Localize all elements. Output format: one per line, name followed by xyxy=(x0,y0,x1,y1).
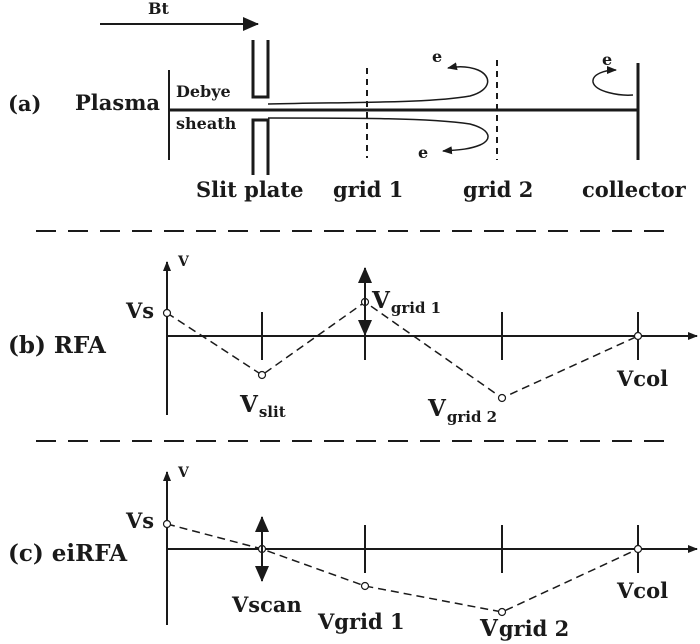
panel-b-vgrid1-label: Vgrid 1 xyxy=(371,287,441,317)
collector-label: collector xyxy=(582,177,687,202)
panel-b-axis-label: V xyxy=(177,254,190,270)
panel-c-vgrid1-label: Vgrid 1 xyxy=(317,609,405,634)
panel-c-vgrid2-label: Vgrid 2 xyxy=(479,615,569,642)
panel-b-point-vs xyxy=(162,308,172,318)
electron-path-lower xyxy=(267,117,489,155)
panel-c: V (c) eiRFA Vs Vscan Vgrid 1 Vgrid 2 Vco… xyxy=(8,465,698,642)
panel-b: V (b) RFA Vs Vslit Vgrid 1 Vgrid 2 Vcol xyxy=(8,254,698,426)
electron-path-upper xyxy=(267,62,489,105)
electron-label-collector: e xyxy=(602,50,612,69)
slit-plate-upper xyxy=(251,40,270,99)
electron-label-upper: e xyxy=(432,47,442,66)
panel-c-vscan-label: Vscan xyxy=(231,592,302,617)
panel-c-label: (c) eiRFA xyxy=(8,540,128,567)
panel-c-point-vs xyxy=(162,519,172,529)
slit-plate-lower xyxy=(251,118,270,175)
grid-1-label: grid 1 xyxy=(333,177,403,202)
panel-c-point-grid2 xyxy=(497,607,507,617)
sheath-label-line1: Debye xyxy=(176,82,231,101)
electron-path-collector xyxy=(592,66,634,96)
panel-b-label: (b) RFA xyxy=(8,332,107,359)
panel-c-potential-profile xyxy=(166,523,639,613)
panel-c-vcol-label: Vcol xyxy=(616,578,668,603)
panel-c-point-grid1 xyxy=(360,581,370,591)
panel-b-point-grid2 xyxy=(497,393,507,403)
panel-c-axis-label: V xyxy=(177,465,190,481)
sheath-label-line2: sheath xyxy=(176,114,237,133)
field-label: Bt xyxy=(148,0,170,18)
plasma-label: Plasma xyxy=(75,90,160,115)
panel-a: Bt e e e (a) Plasma Debye sheath Slit pl… xyxy=(8,0,687,202)
panel-b-vcol-label: Vcol xyxy=(616,366,668,391)
electron-label-lower: e xyxy=(418,143,428,162)
panel-b-vgrid2-label: Vgrid 2 xyxy=(427,395,497,426)
panel-c-point-col xyxy=(633,544,643,554)
panel-b-point-col xyxy=(633,331,643,341)
panel-b-vs-label: Vs xyxy=(125,298,154,323)
panel-b-point-slit xyxy=(257,370,267,380)
panel-c-vs-label: Vs xyxy=(125,508,154,533)
slit-plate-label: Slit plate xyxy=(196,177,303,202)
panel-b-vslit-label: Vslit xyxy=(239,391,286,421)
grid-2-label: grid 2 xyxy=(463,177,533,202)
panel-a-label: (a) xyxy=(8,91,41,116)
